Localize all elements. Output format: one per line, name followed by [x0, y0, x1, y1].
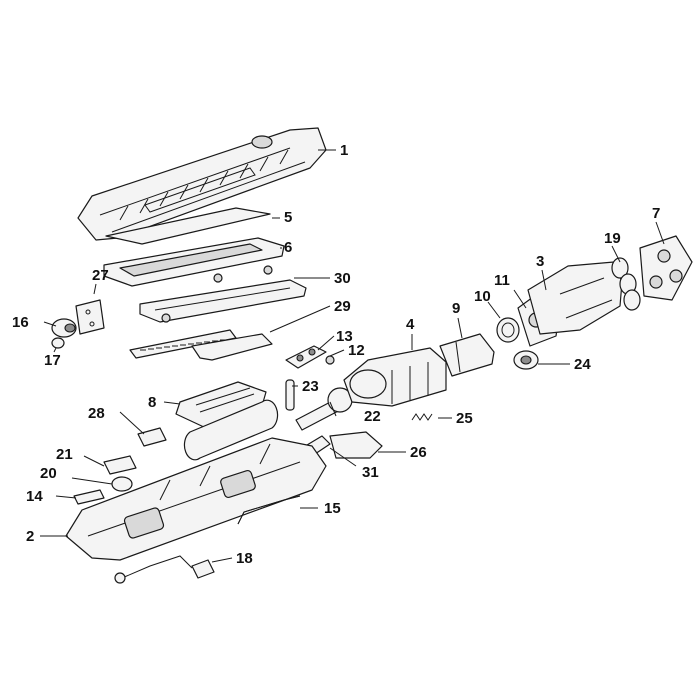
leader-lines	[40, 149, 665, 563]
part-5-lens	[105, 207, 271, 245]
callout-3: 3	[536, 253, 544, 270]
callout-24: 24	[574, 356, 591, 373]
callout-7: 7	[652, 205, 660, 222]
callout-31: 31	[362, 464, 379, 481]
part-3-gear-housing	[527, 261, 623, 335]
part-2-base-housing	[65, 437, 327, 561]
callout-2: 2	[26, 528, 34, 545]
part-17-button	[51, 337, 65, 349]
callout-26: 26	[410, 444, 427, 461]
callout-29: 29	[334, 298, 351, 315]
callout-6: 6	[284, 239, 292, 256]
callout-1: 1	[340, 142, 348, 159]
part-24-grommet	[513, 350, 539, 370]
part-13-plate	[285, 345, 327, 369]
part-6-frame	[103, 237, 285, 287]
callout-19: 19	[604, 230, 621, 247]
callout-20: 20	[40, 465, 57, 482]
part-28-label	[137, 427, 167, 447]
part-27-bracket	[75, 299, 105, 335]
callout-18: 18	[236, 550, 253, 567]
callout-28: 28	[88, 405, 105, 422]
callout-25: 25	[456, 410, 473, 427]
callout-labels: 1 2 3 4 5 6 7 8 9 10 11 12 13 14 15 16 1…	[12, 142, 660, 567]
part-10-oring	[496, 317, 520, 343]
part-20-cap	[111, 476, 133, 492]
callout-11: 11	[494, 272, 510, 289]
callout-10: 10	[474, 288, 491, 305]
part-30-led-board	[139, 279, 307, 323]
callout-17: 17	[44, 352, 61, 369]
part-18-wire	[114, 555, 215, 584]
callout-13: 13	[336, 328, 353, 345]
part-19-rings	[611, 257, 641, 311]
callout-21: 21	[56, 446, 73, 463]
part-26-terminal	[329, 431, 383, 459]
callout-27: 27	[92, 267, 109, 284]
part-16-knob	[51, 318, 77, 338]
callout-12: 12	[348, 342, 365, 359]
callout-15: 15	[324, 500, 341, 517]
callout-5: 5	[284, 209, 292, 226]
callout-16: 16	[12, 314, 29, 331]
part-23-pin	[285, 379, 295, 411]
callout-14: 14	[26, 488, 43, 505]
callout-23: 23	[302, 378, 319, 395]
part-1-top-cover	[77, 127, 327, 241]
part-9-sleeve	[439, 333, 495, 377]
callout-8: 8	[148, 394, 156, 411]
callout-4: 4	[406, 316, 415, 333]
part-7-end-plate	[639, 235, 693, 301]
callout-22: 22	[364, 408, 381, 425]
battery-cell	[183, 399, 279, 461]
part-12-screw	[325, 355, 335, 365]
callout-9: 9	[452, 300, 460, 317]
callout-30: 30	[334, 270, 351, 287]
part-29-pad	[191, 333, 273, 361]
part-15-wire	[237, 495, 301, 525]
part-25-spring	[411, 413, 433, 421]
part-4-motor-housing	[343, 347, 447, 407]
part-14-clip	[73, 489, 105, 505]
part-21-plate	[103, 455, 137, 475]
